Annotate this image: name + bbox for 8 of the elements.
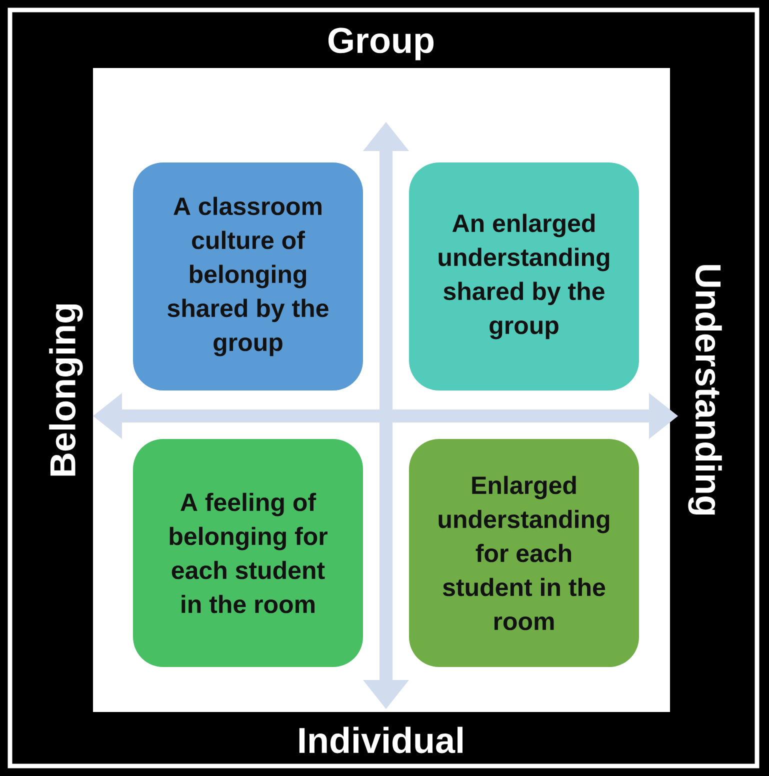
quadrant-box: A feeling of belonging for each student in the room xyxy=(133,439,363,667)
axis-label: Belonging xyxy=(49,304,83,476)
quadrant-box: An enlarged understanding shared by the group xyxy=(409,162,639,390)
axis-label: Understanding xyxy=(688,265,722,515)
axis-label: Group xyxy=(328,28,434,60)
axis-label: Individual xyxy=(299,726,462,754)
quadrant-box: Enlarged understanding for each student in the room xyxy=(409,439,639,667)
quadrant-box: A classroom culture of belonging shared by the group xyxy=(133,162,363,390)
